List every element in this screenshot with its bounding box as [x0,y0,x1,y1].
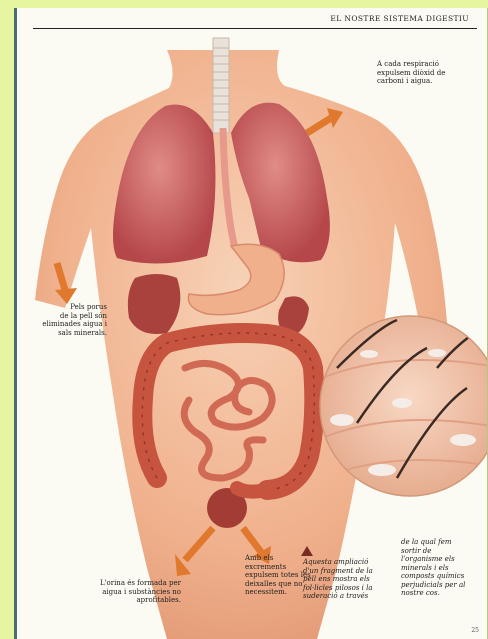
caption-magnification: Aquesta ampliació d'un fragment de la pe… [303,558,379,601]
book-page: EL NOSTRE SISTEMA DIGESTIU A cada respir… [14,8,488,639]
page-number: 25 [471,627,479,634]
liver [128,274,180,334]
rectum [237,488,267,492]
header-rule [33,28,477,29]
caption-breathing: A cada respiració expulsem diòxid de car… [377,60,477,86]
trachea [213,38,229,133]
caption-urine: L'orina és formada per aigua i substànci… [69,579,181,605]
caption-magnification-continued: de la qual fem sortir de l'organisme els… [401,538,485,598]
skin-magnification [320,316,487,496]
page-header: EL NOSTRE SISTEMA DIGESTIU [330,14,469,23]
caption-skin: Pels porus de la pell són eliminades aig… [23,303,107,337]
